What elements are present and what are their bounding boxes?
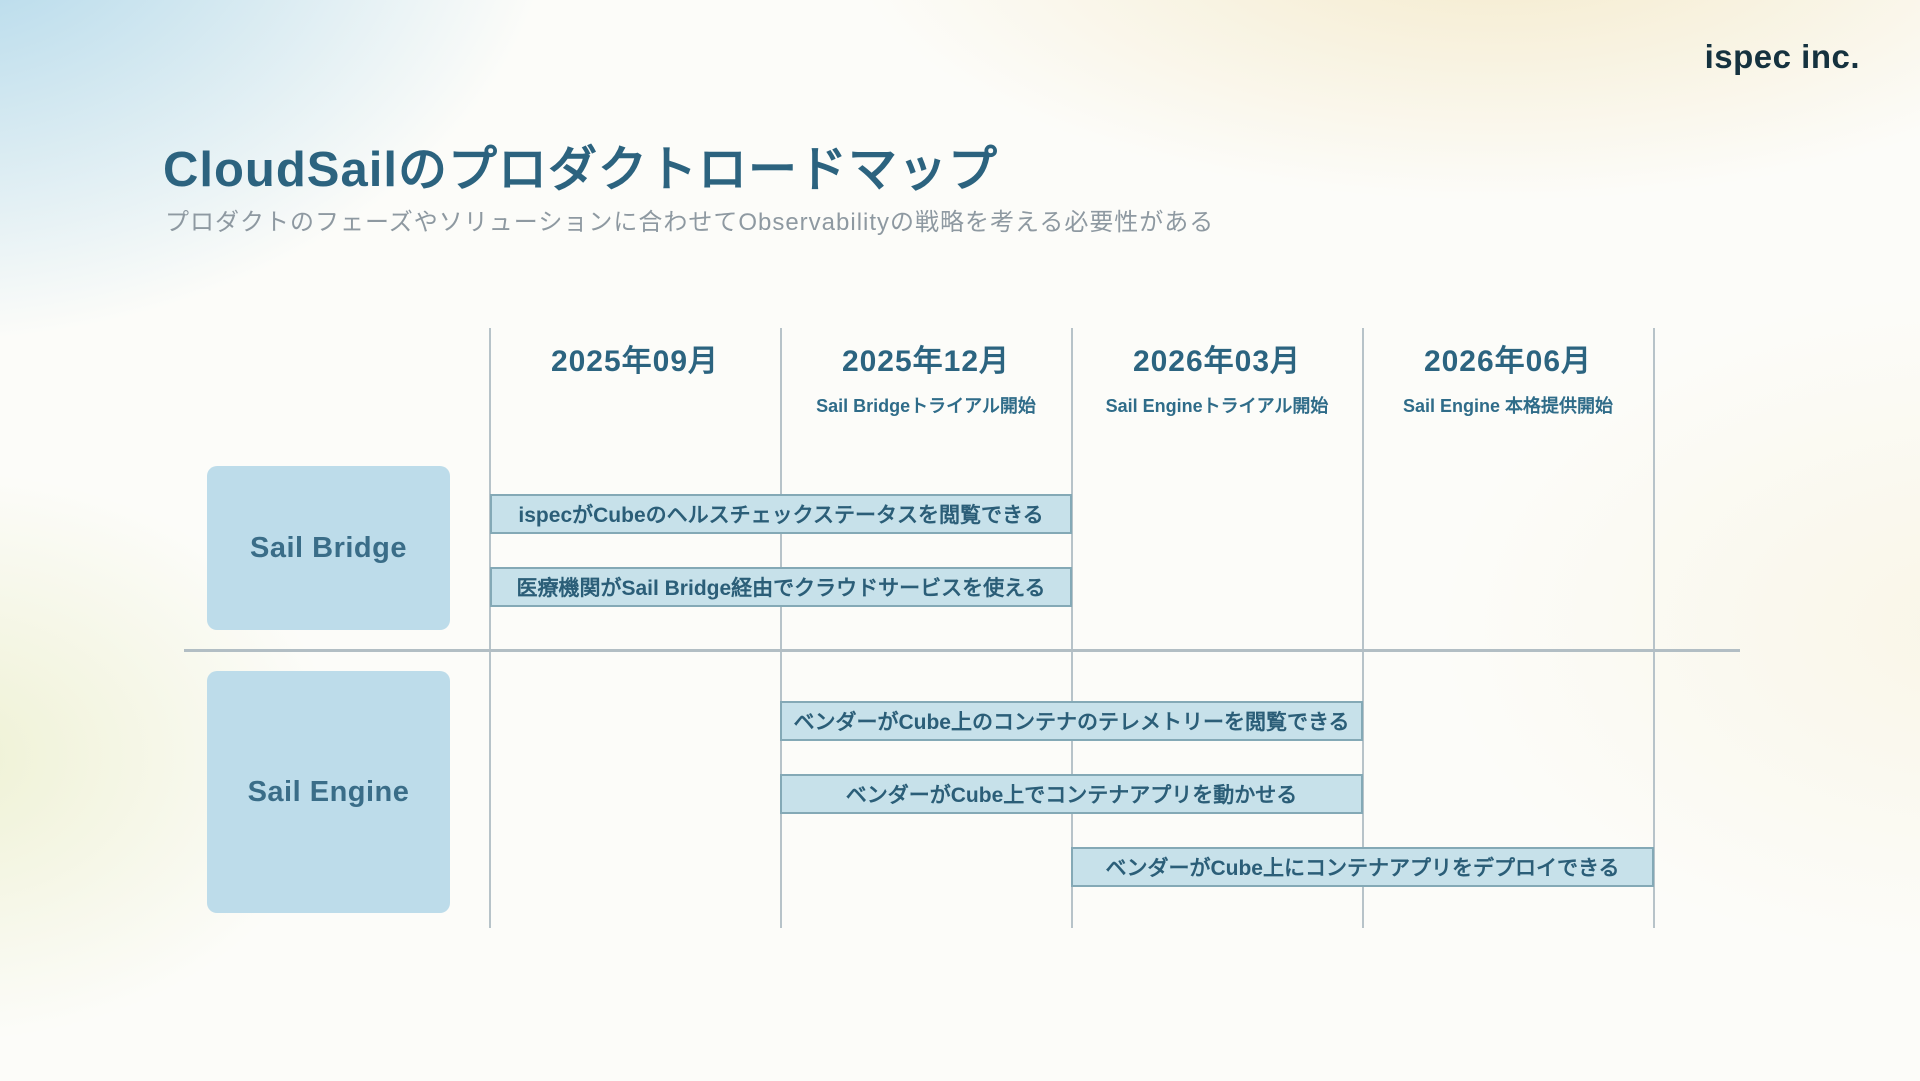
company-logo: ispec inc.: [1704, 38, 1860, 75]
grid-line: [1653, 328, 1655, 928]
grid-line: [1362, 328, 1364, 928]
timeline-month: 2025年12月: [841, 345, 1011, 378]
row-label-text: Sail Bridge: [250, 531, 407, 564]
timeline-month: 2026年06月: [1423, 345, 1593, 378]
milestone-label: Sail Engineトライアル開始: [1105, 396, 1329, 416]
row-divider: [184, 649, 1740, 652]
roadmap-bar: ベンダーがCube上にコンテナアプリをデプロイできる: [1071, 847, 1654, 887]
roadmap-bar: ベンダーがCube上でコンテナアプリを動かせる: [780, 774, 1363, 814]
timeline-month: 2025年09月: [550, 345, 720, 378]
roadmap-bar: ベンダーがCube上のコンテナのテレメトリーを閲覧できる: [780, 701, 1363, 741]
grid-line: [489, 328, 491, 928]
page-title: CloudSailのプロダクトロードマップ: [163, 143, 998, 197]
grid-line: [780, 328, 782, 928]
row-label-text: Sail Engine: [247, 775, 410, 808]
grid-line: [1071, 328, 1073, 928]
milestone-label: Sail Engine 本格提供開始: [1402, 396, 1614, 416]
page-subtitle: プロダクトのフェーズやソリューションに合わせてObservabilityの戦略を…: [165, 209, 1215, 236]
timeline-month: 2026年03月: [1132, 345, 1302, 378]
row-label-sail-bridge: Sail Bridge: [207, 466, 450, 630]
row-label-sail-engine: Sail Engine: [207, 671, 450, 913]
roadmap-bar: ispecがCubeのヘルスチェックステータスを閲覧できる: [490, 494, 1072, 534]
roadmap-bar: 医療機関がSail Bridge経由でクラウドサービスを使える: [490, 567, 1072, 607]
milestone-label: Sail Bridgeトライアル開始: [816, 396, 1036, 416]
